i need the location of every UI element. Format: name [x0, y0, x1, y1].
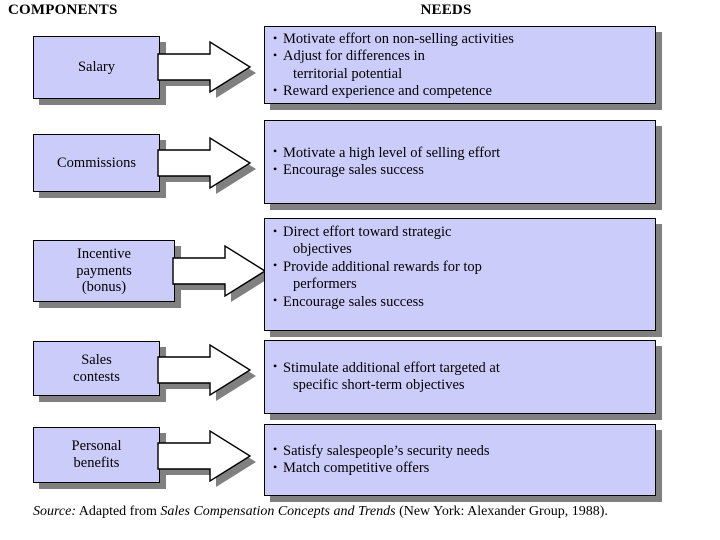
- needs-item: Encourage sales success: [273, 293, 655, 311]
- needs-box-incentive-payments[interactable]: Direct effort toward strategic objective…: [264, 218, 656, 331]
- needs-list: Satisfy salespeople’s security needs Mat…: [273, 442, 655, 478]
- component-label: Salary: [77, 59, 116, 76]
- component-box-incentive-payments[interactable]: Incentive payments (bonus): [33, 240, 175, 302]
- needs-item: Provide additional rewards for top: [273, 258, 655, 276]
- right-arrow-icon: [157, 136, 256, 194]
- needs-item: Stimulate additional effort targeted at: [273, 359, 655, 377]
- needs-item: Encourage sales success: [273, 161, 655, 179]
- right-arrow-icon: [157, 343, 256, 401]
- source-label: Source:: [33, 504, 77, 519]
- needs-item: Motivate a high level of selling effort: [273, 144, 655, 162]
- right-arrow-icon: [157, 429, 256, 487]
- component-label: Sales contests: [73, 351, 120, 385]
- component-label: Personal benefits: [71, 438, 122, 471]
- needs-box-salary[interactable]: Motivate effort on non-selling activitie…: [264, 26, 656, 104]
- needs-box-personal-benefits[interactable]: Satisfy salespeople’s security needs Mat…: [264, 424, 656, 496]
- needs-list: Motivate effort on non-selling activitie…: [273, 30, 655, 101]
- source-title: Sales Compensation Concepts and Trends: [160, 504, 396, 519]
- column-header-needs: NEEDS: [420, 2, 472, 18]
- component-box-personal-benefits[interactable]: Personal benefits: [33, 427, 160, 483]
- needs-list: Motivate a high level of selling effort …: [273, 144, 655, 180]
- needs-item: Motivate effort on non-selling activitie…: [273, 30, 655, 48]
- needs-list: Stimulate additional effort targeted at …: [273, 359, 655, 395]
- needs-item: Reward experience and competence: [273, 83, 655, 100]
- needs-box-sales-contests[interactable]: Stimulate additional effort targeted at …: [264, 340, 656, 414]
- component-label: Commissions: [57, 154, 136, 171]
- needs-item: Satisfy salespeople’s security needs: [273, 442, 655, 460]
- needs-item-continuation: specific short-term objectives: [293, 377, 465, 393]
- source-lead: Adapted from: [76, 504, 161, 519]
- needs-item-continuation: performers: [293, 276, 357, 293]
- column-header-components: COMPONENTS: [8, 2, 118, 18]
- component-box-salary[interactable]: Salary: [33, 36, 160, 99]
- right-arrow-icon: [157, 40, 256, 98]
- component-box-commissions[interactable]: Commissions: [33, 134, 160, 192]
- needs-item: Direct effort toward strategic: [273, 223, 655, 241]
- source-note: Source: Adapted from Sales Compensation …: [33, 503, 693, 521]
- component-label: Incentive payments (bonus): [76, 245, 132, 296]
- needs-item-continuation: territorial potential: [293, 65, 403, 82]
- needs-box-commissions[interactable]: Motivate a high level of selling effort …: [264, 120, 656, 204]
- component-box-sales-contests[interactable]: Sales contests: [33, 341, 160, 396]
- source-tail: (New York: Alexander Group, 1988).: [395, 504, 608, 519]
- right-arrow-icon: [172, 244, 271, 302]
- needs-item: Match competitive offers: [273, 459, 655, 477]
- needs-list: Direct effort toward strategic objective…: [273, 223, 655, 311]
- needs-item: Adjust for differences in: [273, 48, 655, 65]
- needs-item-continuation: objectives: [293, 241, 352, 258]
